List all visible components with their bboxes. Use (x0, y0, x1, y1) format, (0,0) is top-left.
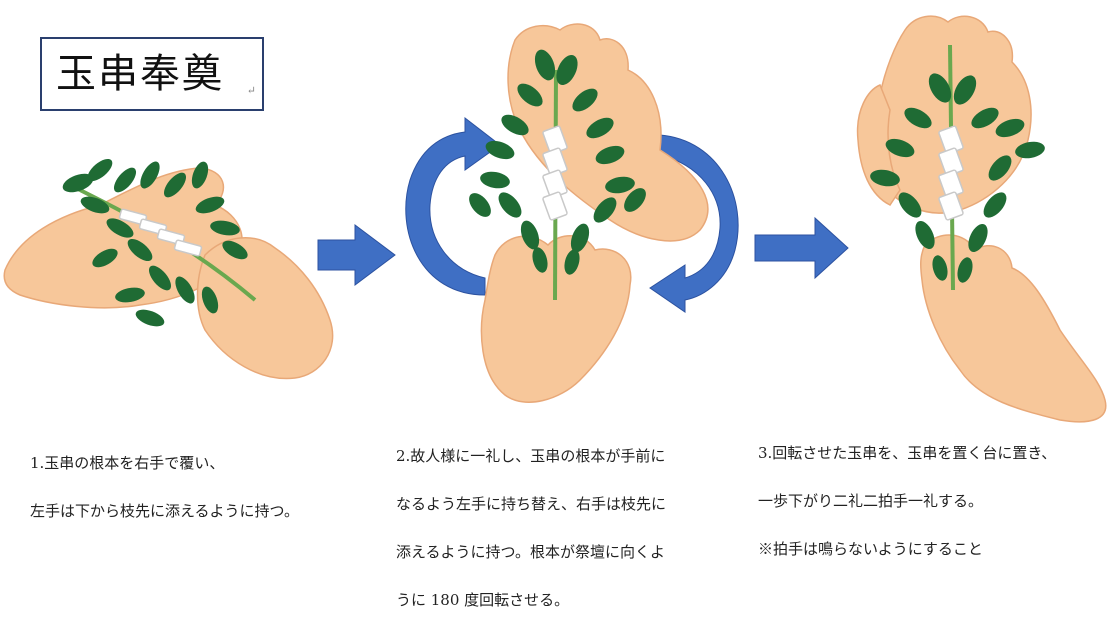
step2-line-1: 2.故人様に一礼し、玉串の根本が手前に (396, 447, 666, 465)
illustration-canvas (3, 15, 1107, 423)
step2-illustration (405, 23, 739, 403)
step3-line-2: 一歩下がり二礼二拍手一礼する。 (758, 492, 984, 510)
step3-leaves (870, 73, 1045, 283)
step3-line-1: 3.回転させた玉串を、玉串を置く台に置き、 (758, 444, 1057, 462)
step3-illustration (856, 15, 1107, 423)
step2-caption: 2.故人様に一礼し、玉串の根本が手前に なるよう左手に持ち替え、右手は枝先に 添… (396, 445, 666, 637)
step1-line-1: 1.玉串の根本を右手で覆い、 (30, 454, 225, 472)
step3-lower-hand (920, 234, 1107, 423)
step3-caption: 3.回転させた玉串を、玉串を置く台に置き、 一歩下がり二礼二拍手一礼する。 ※拍… (758, 442, 1056, 586)
step1-leaves (62, 158, 248, 327)
rotate-arrow-left (405, 116, 501, 296)
step2-line-4: うに 180 度回転させる。 (396, 591, 570, 609)
step2-leaves (469, 49, 646, 275)
step1-illustration (3, 158, 334, 380)
step3-shide-paper (938, 125, 964, 221)
step3-line-3: ※拍手は鳴らないようにすること (758, 540, 983, 558)
paragraph-mark: ↵ (246, 84, 256, 97)
title-box: 玉串奉奠 ↵ (40, 37, 264, 111)
step2-line-3: 添えるように持つ。根本が祭壇に向くよ (396, 543, 665, 561)
step2-line-2: なるよう左手に持ち替え、右手は枝先に (396, 495, 667, 513)
step1-to-step2-arrow (317, 224, 396, 286)
page-title: 玉串奉奠 (56, 51, 224, 97)
step2-shide-paper (542, 125, 568, 221)
rotate-arrow-right (649, 134, 739, 313)
step1-caption: 1.玉串の根本を右手で覆い、 左手は下から枝先に添えるように持つ。 (30, 452, 299, 548)
step2-to-step3-arrow (754, 216, 849, 280)
step1-right-hand (196, 237, 334, 380)
step1-shide-paper (118, 208, 203, 257)
step1-line-2: 左手は下から枝先に添えるように持つ。 (30, 502, 299, 520)
